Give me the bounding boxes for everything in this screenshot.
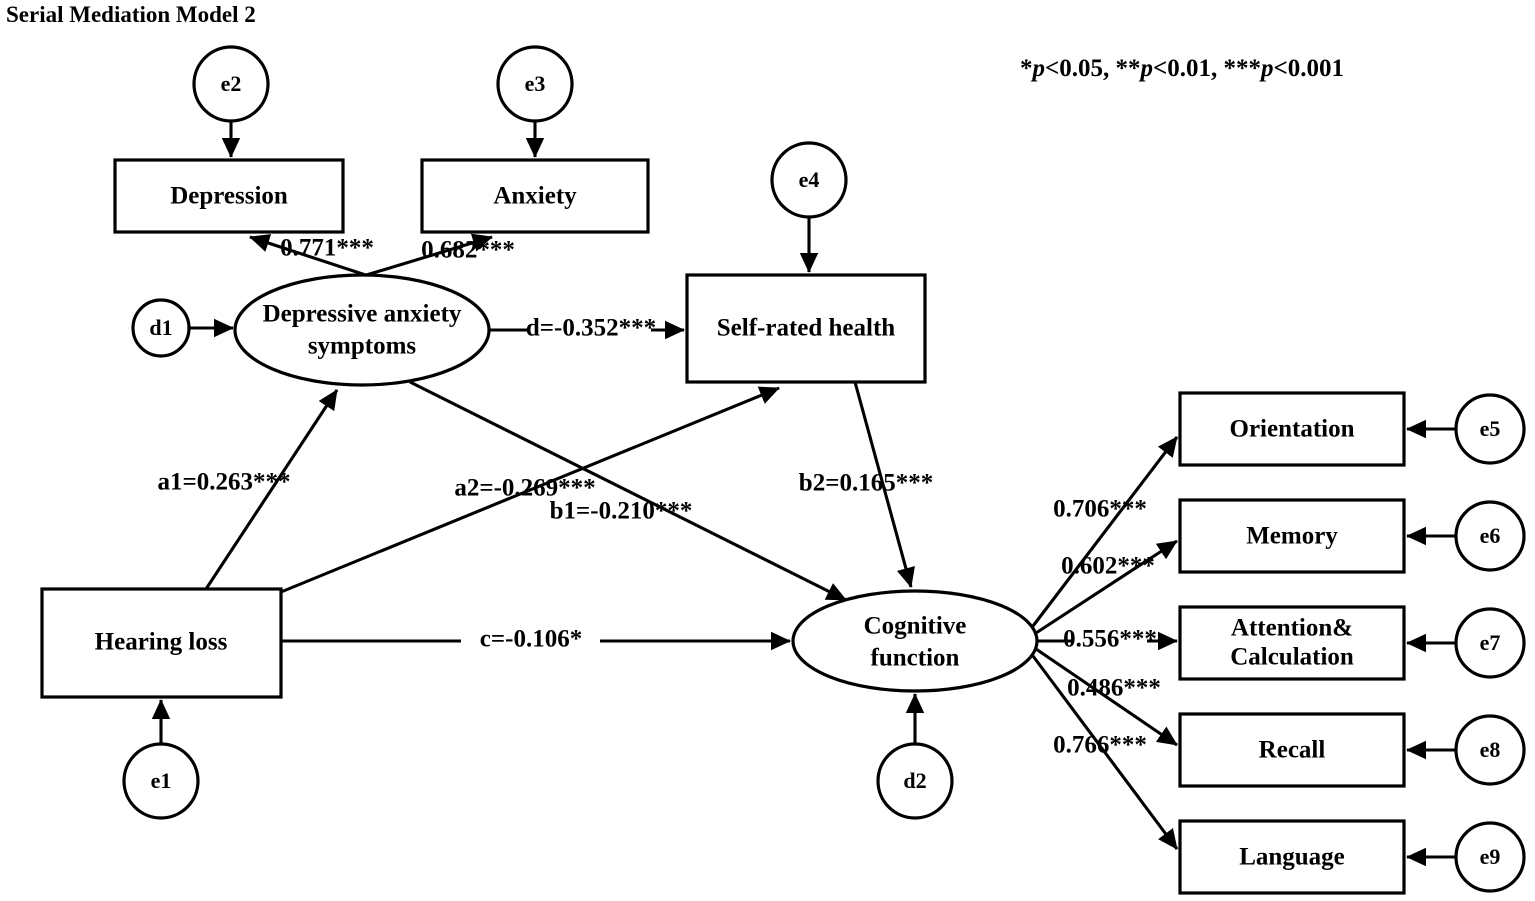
edge-cf-to-language: [1031, 655, 1179, 850]
node-depression: Depression: [113, 158, 345, 234]
node-e9: e9: [1454, 821, 1526, 893]
node-attention-calculation: Attention& Calculation: [1178, 605, 1406, 681]
edge-label-hl-cf: c=-0.106*: [480, 626, 582, 653]
attention-calculation-box: [1178, 605, 1406, 681]
node-language: Language: [1178, 819, 1406, 895]
self-rated-health-box: [685, 273, 927, 384]
e3-label: e3: [525, 71, 546, 96]
node-hearing-loss: Hearing loss: [40, 587, 283, 699]
edge-hearing-loss-to-das: [204, 389, 339, 590]
cognitive-function-ellipse: [791, 589, 1039, 693]
node-recall: Recall: [1178, 712, 1406, 788]
node-depressive-anxiety-symptoms: Depressive anxiety symptoms: [233, 273, 491, 387]
e6-label: e6: [1480, 523, 1501, 548]
node-e2: e2: [192, 45, 270, 123]
memory-label: Memory: [1246, 523, 1338, 550]
e4-label: e4: [799, 167, 820, 192]
e8-label: e8: [1480, 737, 1501, 762]
d1-circle: [131, 298, 191, 358]
recall-box: [1178, 712, 1406, 788]
e5-circle: [1454, 393, 1526, 465]
edge-label-cf-orientation: 0.706***: [1053, 496, 1147, 523]
depressive-anxiety-ellipse: [233, 273, 491, 387]
node-memory: Memory: [1178, 498, 1406, 574]
hearing-loss-box: [40, 587, 283, 699]
cognitive-function-label-line2: function: [871, 645, 960, 672]
edge-label-das-cf: b1=-0.210***: [550, 498, 693, 525]
hearing-loss-label: Hearing loss: [95, 629, 228, 656]
depression-label: Depression: [170, 183, 288, 210]
language-box: [1178, 819, 1406, 895]
e8-circle: [1454, 714, 1526, 786]
page-title: Serial Mediation Model 2: [6, 2, 256, 27]
e7-circle: [1454, 607, 1526, 679]
node-e1: e1: [122, 742, 200, 820]
e3-circle: [496, 45, 574, 123]
edge-label-das-srh: d=-0.352***: [526, 315, 656, 342]
edge-cf-to-orientation: [1031, 436, 1179, 627]
attention-calculation-label-line2: Calculation: [1230, 644, 1354, 671]
edge-cf-to-memory: [1035, 539, 1178, 635]
edge-cf-to-recall: [1035, 647, 1178, 747]
depression-box: [113, 158, 345, 234]
orientation-box: [1178, 391, 1406, 467]
e5-label: e5: [1480, 416, 1501, 441]
edge-label-das-depression: 0.771***: [280, 235, 374, 262]
node-e7: e7: [1454, 607, 1526, 679]
d1-label: d1: [149, 315, 172, 340]
edge-label-cf-attention: 0.556***: [1063, 626, 1157, 653]
memory-box: [1178, 498, 1406, 574]
edge-label-cf-language: 0.766***: [1053, 732, 1147, 759]
edge-label-srh-cf: b2=0.165***: [799, 470, 933, 497]
node-d1: d1: [131, 298, 191, 358]
edge-hearing-loss-to-srh: [280, 386, 780, 594]
e1-label: e1: [151, 768, 172, 793]
node-d2: d2: [876, 742, 954, 820]
edge-label-cf-memory: 0.602***: [1061, 553, 1155, 580]
node-anxiety: Anxiety: [420, 158, 650, 234]
node-e4: e4: [770, 141, 848, 219]
node-e6: e6: [1454, 500, 1526, 572]
edge-das-to-cognitive-function: [409, 380, 847, 602]
e7-label: e7: [1480, 630, 1501, 655]
d2-circle: [876, 742, 954, 820]
node-orientation: Orientation: [1178, 391, 1406, 467]
e9-label: e9: [1480, 844, 1501, 869]
cognitive-function-label-line1: Cognitive: [864, 613, 967, 640]
node-e3: e3: [496, 45, 574, 123]
attention-calculation-label-line1: Attention&: [1231, 615, 1353, 642]
node-self-rated-health: Self-rated health: [685, 273, 927, 384]
edge-label-hl-das: a1=0.263***: [158, 469, 291, 496]
self-rated-health-label: Self-rated health: [717, 315, 896, 342]
edge-label-hl-srh: a2=-0.269***: [454, 475, 595, 502]
anxiety-box: [420, 158, 650, 234]
e6-circle: [1454, 500, 1526, 572]
e2-circle: [192, 45, 270, 123]
e4-circle: [770, 141, 848, 219]
node-e5: e5: [1454, 393, 1526, 465]
edge-label-das-anxiety: 0.682***: [421, 237, 515, 264]
language-label: Language: [1239, 844, 1345, 871]
edge-label-cf-recall: 0.486***: [1067, 675, 1161, 702]
e9-circle: [1454, 821, 1526, 893]
node-cognitive-function: Cognitive function: [791, 589, 1039, 693]
legend-star-1: *: [1020, 55, 1033, 82]
e1-circle: [122, 742, 200, 820]
anxiety-label: Anxiety: [493, 183, 577, 210]
orientation-label: Orientation: [1230, 416, 1355, 443]
recall-label: Recall: [1259, 737, 1326, 764]
e2-label: e2: [221, 71, 242, 96]
edge-srh-to-cognitive-function: [853, 381, 915, 588]
depressive-anxiety-label-line2: symptoms: [308, 333, 417, 360]
significance-legend: *p<0.05, **p<0.01, ***p<0.001: [1020, 55, 1344, 82]
d2-label: d2: [903, 768, 926, 793]
depressive-anxiety-label-line1: Depressive anxiety: [263, 301, 462, 328]
node-e8: e8: [1454, 714, 1526, 786]
